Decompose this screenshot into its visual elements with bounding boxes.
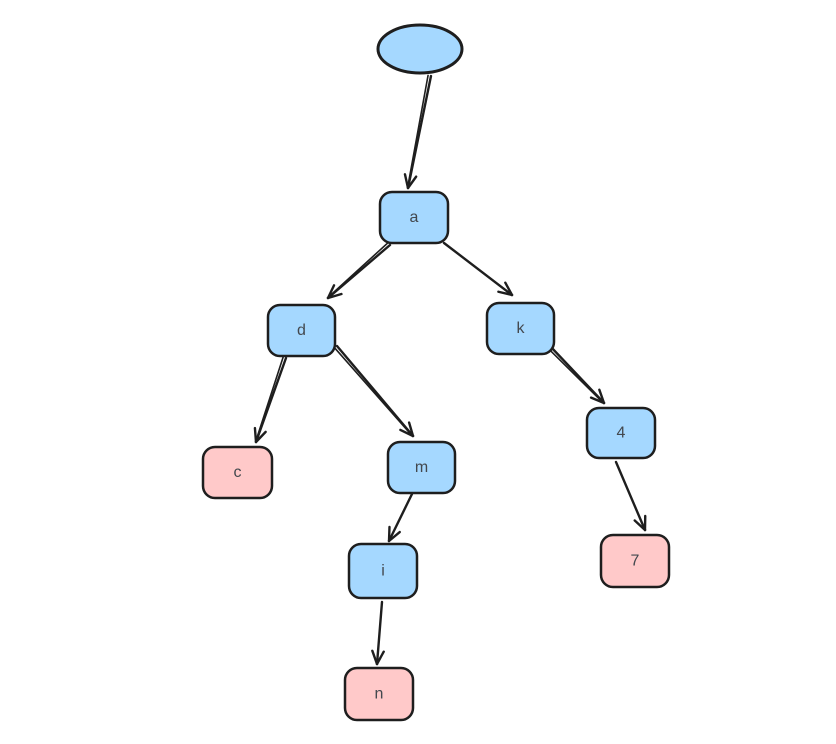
node-m-label: m (415, 459, 428, 476)
node-d-label: d (297, 322, 306, 339)
edge-root-a (403, 74, 433, 190)
node-n-label: n (375, 686, 384, 703)
node-i-label: i (381, 563, 385, 580)
node-n: n (343, 666, 415, 722)
node-k: k (485, 301, 556, 356)
edge-i-n (371, 600, 385, 666)
node-4: 4 (585, 406, 657, 460)
node-m: m (386, 440, 457, 495)
edge-d-c (253, 356, 288, 444)
node-7: 7 (599, 533, 671, 589)
node-a-label: a (410, 209, 419, 226)
edge-m-i (387, 492, 414, 543)
node-c-label: c (234, 464, 242, 481)
node-c: c (201, 445, 274, 500)
node-root (376, 23, 464, 75)
edge-a-k (442, 241, 514, 297)
node-7-label: 7 (631, 553, 640, 570)
edge-d-m (333, 344, 415, 438)
edge-4-7 (614, 460, 647, 532)
node-i: i (347, 542, 419, 600)
node-k-label: k (517, 320, 526, 337)
edge-a-d (326, 241, 392, 300)
node-d: d (266, 303, 337, 358)
node-a: a (378, 190, 450, 245)
node-4-label: 4 (617, 425, 626, 442)
edge-k-4 (547, 344, 606, 405)
